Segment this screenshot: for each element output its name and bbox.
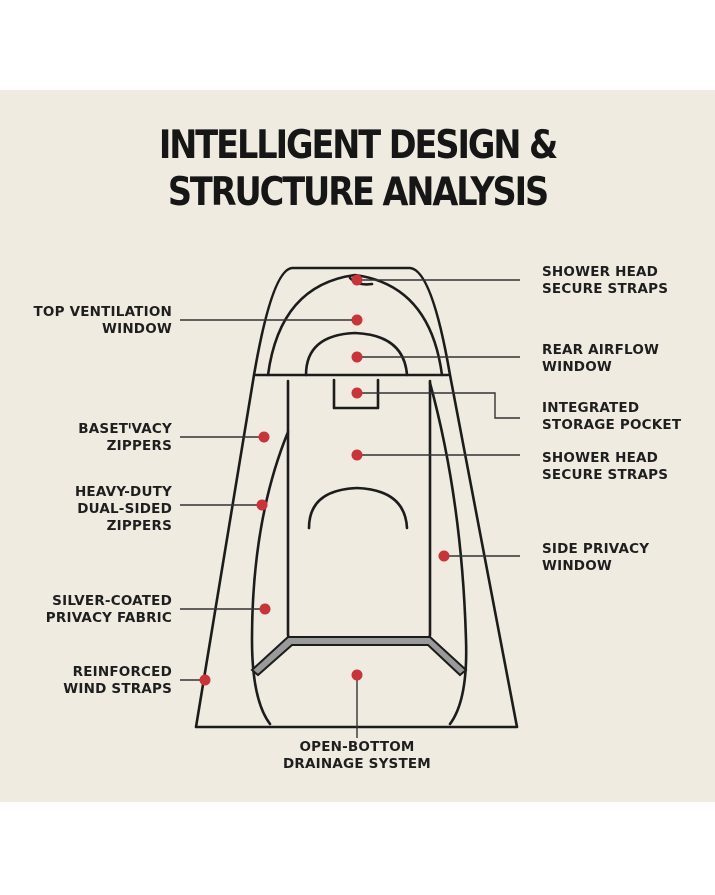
label-wind-straps: REINFORCED WIND STRAPS: [63, 664, 172, 698]
tent-outer-frame: [194, 266, 519, 729]
label-line: BASETᴵVACY: [78, 421, 172, 437]
label-line: SILVER-COATED: [52, 593, 172, 609]
label-line: INTEGRATED: [542, 400, 640, 416]
label-line: DRAINAGE SYSTEM: [283, 756, 431, 772]
label-line: DUAL-SIDED: [77, 501, 172, 517]
floor-band: [250, 636, 468, 677]
marker-rear-airflow: [351, 351, 363, 363]
label-line: WINDOW: [542, 558, 612, 574]
marker-dual-zippers: [256, 499, 268, 511]
label-line: ZIPPERS: [106, 438, 172, 454]
label-line: SECURE STRAPS: [542, 467, 669, 483]
label-line: WIND STRAPS: [63, 681, 172, 697]
marker-side-privacy: [438, 550, 450, 562]
marker-privacy-zippers: [258, 431, 270, 443]
leader-storage-pocket: [357, 392, 520, 419]
label-line: REINFORCED: [72, 664, 172, 680]
title-line-1: INTELLIGENT DESIGN &: [158, 123, 558, 168]
label-line: SHOWER HEAD: [542, 264, 659, 280]
label-top-ventilation: TOP VENTILATION WINDOW: [34, 304, 173, 338]
label-dual-zippers: HEAVY-DUTY DUAL-SIDED ZIPPERS: [75, 484, 172, 535]
label-shower-head-mid: SHOWER HEAD SECURE STRAPS: [542, 450, 668, 484]
marker-storage-pocket: [351, 387, 363, 399]
label-side-privacy: SIDE PRIVACY WINDOW: [542, 541, 649, 575]
label-drainage: OPEN-BOTTOM DRAINAGE SYSTEM: [257, 739, 457, 773]
marker-shower-head-mid: [351, 449, 363, 461]
label-line: TOP VENTILATION: [33, 304, 172, 320]
label-silver-fabric: SILVER-COATED PRIVACY FABRIC: [46, 593, 172, 627]
storage-pocket: [332, 378, 380, 410]
label-line: HEAVY-DUTY: [74, 484, 172, 500]
label-line: WINDOW: [542, 359, 612, 375]
label-line: SIDE PRIVACY: [542, 541, 650, 557]
marker-silver-fabric: [259, 603, 271, 615]
label-privacy-zippers: BASETᴵVACY ZIPPERS: [78, 421, 172, 455]
label-line: REAR AIRFLOW: [542, 342, 660, 358]
label-rear-airflow: REAR AIRFLOW WINDOW: [542, 342, 659, 376]
marker-shower-head-top: [351, 274, 363, 286]
door-arch: [307, 486, 409, 530]
left-side-seam: [250, 430, 290, 726]
label-line: ZIPPERS: [106, 518, 172, 534]
marker-drainage: [351, 669, 363, 681]
label-line: STORAGE POCKET: [542, 417, 682, 433]
label-shower-head-top: SHOWER HEAD SECURE STRAPS: [542, 264, 668, 298]
marker-wind-straps: [199, 674, 211, 686]
label-line: SECURE STRAPS: [542, 281, 669, 297]
label-line: PRIVACY FABRIC: [45, 610, 172, 626]
title-line-2: STRUCTURE ANALYSIS: [167, 170, 549, 215]
label-line: SHOWER HEAD: [542, 450, 659, 466]
label-line: WINDOW: [102, 321, 172, 337]
rear-window-arch: [304, 331, 409, 377]
marker-top-ventilation: [351, 314, 363, 326]
label-line: OPEN-BOTTOM: [299, 739, 415, 755]
right-side-seam: [428, 381, 468, 726]
label-storage-pocket: INTEGRATED STORAGE POCKET: [542, 400, 681, 434]
inner-door-panel: [286, 379, 432, 642]
